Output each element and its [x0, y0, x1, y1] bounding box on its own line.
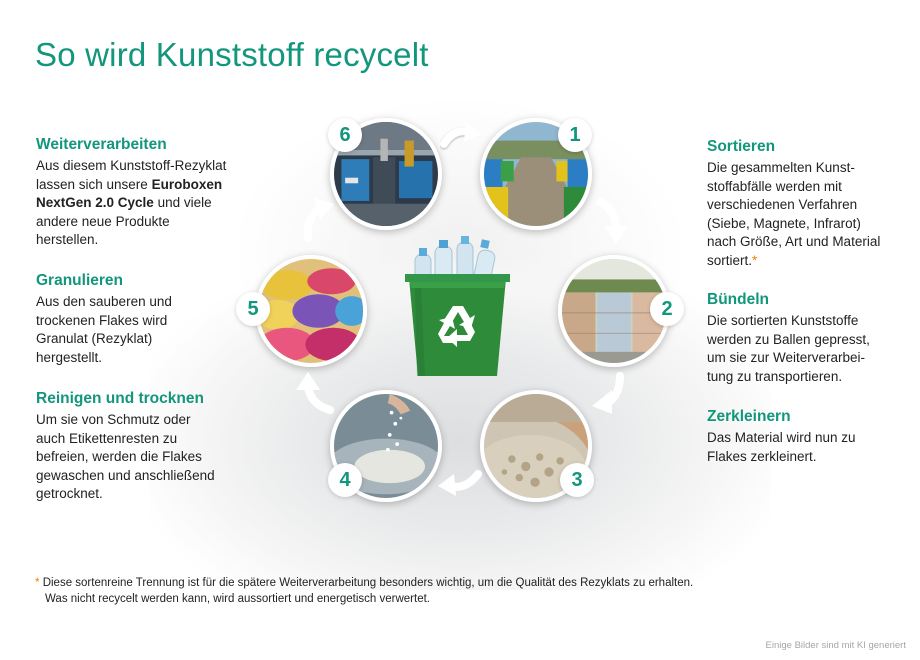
recycling-bin-icon: [405, 236, 510, 376]
step-2-text: Bündeln Die sortierten Kunststoffe werde…: [707, 291, 897, 386]
footnote-star-icon: *: [35, 577, 40, 589]
step-6-image: [330, 118, 442, 230]
arrow-2-to-3-icon: [592, 372, 624, 414]
step-1-number-badge: 1: [558, 118, 592, 152]
step-6-number-badge: 6: [328, 118, 362, 152]
arrow-3-to-4-icon: [438, 470, 482, 496]
arrow-5-to-6-icon: [303, 198, 334, 242]
step-1-text-body: Die gesammelten Kunst-stoffabfälle werde…: [707, 160, 881, 268]
step-6-text-after: und viele andere neue Produkte herstelle…: [36, 195, 212, 247]
arrow-4-to-5-icon: [296, 372, 334, 414]
step-1-image: [480, 118, 592, 230]
step-2-description: Die sortierten Kunststoffe werden zu Bal…: [707, 313, 870, 384]
step-6-text: Weiterverarbeiten Aus diesem Kunststoff-…: [36, 136, 241, 250]
step-6-description: Aus diesem Kunststoff-Rezyklat lassen si…: [36, 157, 232, 250]
step-6-product-name: Euroboxen NextGen 2.0 Cycle: [36, 176, 223, 211]
page-title: So wird Kunststoff recycelt: [35, 36, 429, 73]
step-4-number-badge: 4: [328, 463, 362, 497]
step-3-text: Zerkleinern Das Material wird nun zu Fla…: [707, 408, 897, 466]
step-4-text: Reinigen und trocknen Um sie von Schmutz…: [36, 390, 246, 504]
footnote-text-1: Diese sortenreine Trennung ist für die s…: [42, 577, 694, 589]
step-2-heading: Bündeln: [707, 291, 769, 308]
step-1-heading: Sortieren: [707, 138, 776, 155]
step-5-text: Granulieren Aus den sauberen und trocken…: [36, 272, 226, 367]
step-3-number-badge: 3: [560, 463, 594, 497]
footnote-marker-icon: *: [752, 252, 758, 268]
step-5-number-badge: 5: [236, 292, 270, 326]
step-1-text: Sortieren Die gesammelten Kunst-stoffabf…: [707, 138, 892, 270]
step-2-number-badge: 2: [650, 292, 684, 326]
arrow-6-to-1-icon: [440, 122, 482, 148]
step-1-description: Die gesammelten Kunst-stoffabfälle werde…: [707, 159, 885, 270]
step-3-heading: Zerkleinern: [707, 408, 791, 425]
step-5-heading: Granulieren: [36, 272, 123, 289]
sorting-containers-icon: [484, 122, 588, 226]
step-3-description: Das Material wird nun zu Flakes zerklein…: [707, 430, 856, 464]
footnote-line-2: Was nicht recycelt werden kann, wird aus…: [45, 593, 430, 605]
image-credit: Einige Bilder sind mit KI generiert: [765, 640, 906, 651]
step-6-text-before: Aus diesem Kunststoff-Rezyklat lassen si…: [36, 158, 227, 192]
granulate-icon: [259, 259, 363, 363]
step-5-description: Aus den sauberen und trockenen Flakes wi…: [36, 294, 172, 365]
step-5-image: [255, 255, 367, 367]
step-4-description: Um sie von Schmutz oder auch Etikettenre…: [36, 412, 215, 501]
footnote: * Diese sortenreine Trennung ist für die…: [35, 575, 895, 607]
footnote-line-1: * Diese sortenreine Trennung ist für die…: [35, 575, 895, 591]
step-6-heading: Weiterverarbeiten: [36, 136, 167, 153]
step-4-heading: Reinigen und trocknen: [36, 390, 204, 407]
arrow-1-to-2-icon: [596, 198, 628, 244]
